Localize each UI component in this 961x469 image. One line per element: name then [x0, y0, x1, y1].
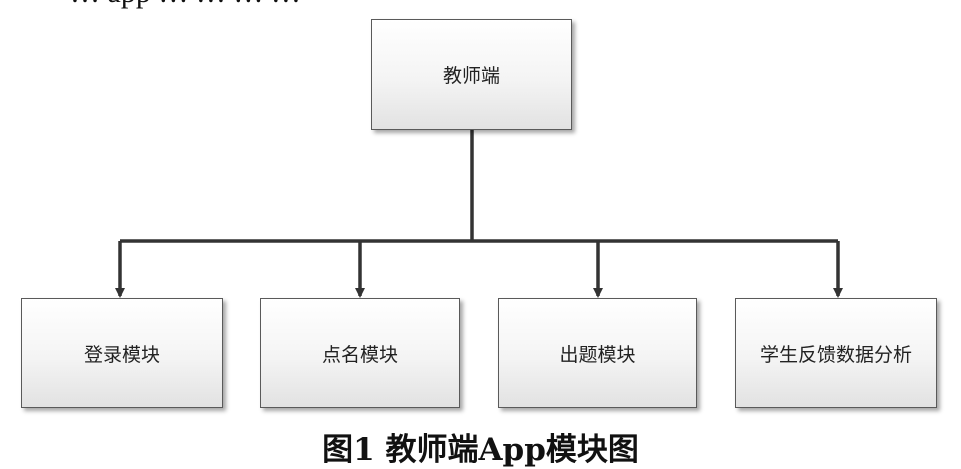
node-teacher-client: 教师端 [371, 19, 572, 130]
node-label: 点名模块 [321, 343, 398, 366]
node-rollcall-module: 点名模块 [260, 298, 460, 408]
node-feedback-analysis: 学生反馈数据分析 [735, 298, 937, 408]
node-label: 登录模块 [83, 343, 160, 366]
node-quiz-module: 出题模块 [498, 298, 697, 408]
figure-caption: 图1 教师端App模块图 [322, 432, 639, 468]
node-login-module: 登录模块 [21, 298, 223, 408]
cropped-text-line: … app … … … … [70, 0, 301, 10]
node-label: 教师端 [442, 65, 500, 87]
node-label: 出题模块 [559, 343, 636, 366]
node-label: 学生反馈数据分析 [759, 343, 912, 366]
